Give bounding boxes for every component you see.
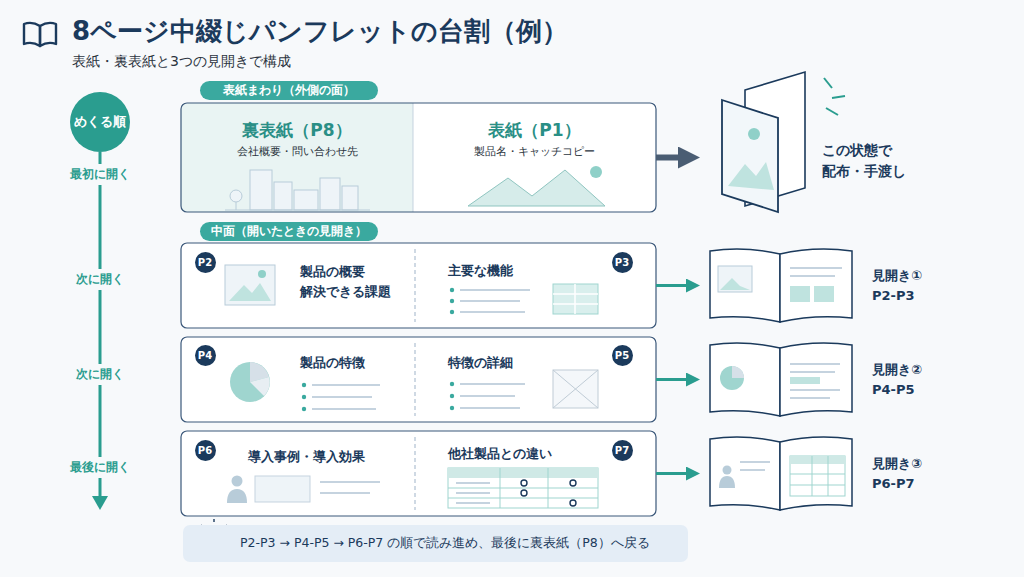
node-text: 主要な機能: [448, 263, 578, 280]
page-panel: 製品の特徴 P4: [181, 337, 415, 422]
node-text: 製品名・キャッチコピー: [413, 145, 656, 159]
inner-row-frames: [181, 243, 656, 516]
page-panel: 製品の概要 解決できる課題 P2: [181, 243, 415, 328]
outer-row-frame: [181, 103, 656, 212]
building-illustration: [225, 170, 370, 210]
flow-arrow: [656, 378, 692, 381]
node-text: 見開き② P4-P5: [872, 360, 930, 400]
node-text: 製品の特徴: [300, 355, 408, 372]
node-text: 見開き① P2-P3: [872, 266, 930, 306]
page-panel: 主要な機能 P3: [415, 243, 656, 328]
section-pill: 中面（開いたときの見開き）: [200, 222, 378, 241]
page-panel: 他社製品との違い P7: [415, 431, 656, 516]
spread-illustration: 見開き① P2-P3: [700, 243, 930, 328]
node-text: 製品の概要 解決できる課題: [300, 262, 408, 302]
node-text: P5: [615, 349, 629, 362]
spread-illustration: 見開き② P4-P5: [700, 337, 930, 422]
page-panel: 裏表紙（P8） 会社概要・問い合わせ先: [181, 103, 413, 212]
page-badge: P3: [612, 252, 633, 273]
node-text: 表紙まわり（外側の面）: [223, 83, 355, 99]
step-label: 最初に開く: [67, 164, 133, 185]
flow-arrow: [656, 284, 692, 287]
order-circle: めくる順: [70, 92, 130, 152]
step-label: 次に開く: [73, 269, 127, 290]
node-text: 特徴の詳細: [448, 355, 578, 372]
node-text: 他社製品との違い: [448, 446, 598, 463]
spread-illustration: [710, 249, 852, 510]
node-text: この状態で 配布・手渡し: [822, 140, 914, 182]
node-text: P6: [198, 444, 212, 457]
node-text: P3: [615, 256, 629, 269]
node-text: 裏表紙（P8）: [181, 119, 413, 141]
page-badge: P2: [195, 252, 216, 273]
page-badge: P6: [195, 440, 216, 461]
node-text: 導入事例・導入効果: [248, 449, 408, 466]
page-panel: 表紙（P1） 製品名・キャッチコピー: [413, 103, 656, 212]
page-panel: 導入事例・導入効果 P6: [181, 431, 415, 516]
step-label: 次に開く: [73, 364, 127, 385]
mountain-illustration: [468, 166, 605, 206]
node-text: 見開き③ P6-P7: [872, 454, 930, 494]
page-content-icons: [225, 265, 598, 508]
diagram-title: 8ページ中綴じパンフレットの台割（例）: [72, 14, 568, 49]
booklet-illustration: この状態で 配布・手渡し: [700, 80, 910, 230]
node-text: P2-P3 → P4-P5 → P6-P7 の順で読み進め、最後に裏表紙（P8）…: [183, 535, 650, 551]
node-text: めくる順: [74, 114, 126, 131]
note-box: P2-P3 → P4-P5 → P6-P7 の順で読み進め、最後に裏表紙（P8）…: [183, 525, 688, 562]
node-text: P2: [198, 256, 212, 269]
step-label: 最後に開く: [67, 457, 133, 478]
subtitle: 表紙・裏表紙と3つの見開きで構成: [72, 53, 291, 71]
book-icon: [24, 23, 56, 46]
page-panel: 特徴の詳細 P5: [415, 337, 656, 422]
node-text: 表紙（P1）: [413, 119, 656, 141]
page-badge: P4: [195, 345, 216, 366]
spread-illustration: 見開き③ P6-P7: [700, 431, 930, 516]
fold-divider: [415, 249, 416, 510]
node-text: 中面（開いたときの見開き）: [211, 224, 367, 240]
section-pill: 表紙まわり（外側の面）: [200, 81, 378, 100]
flow-arrow: [656, 155, 687, 161]
page-badge: P7: [612, 440, 633, 461]
node-text: 会社概要・問い合わせ先: [181, 145, 413, 159]
node-text: P4: [198, 349, 212, 362]
flow-arrow: [656, 472, 692, 475]
node-text: P7: [615, 444, 629, 457]
page-badge: P5: [612, 345, 633, 366]
